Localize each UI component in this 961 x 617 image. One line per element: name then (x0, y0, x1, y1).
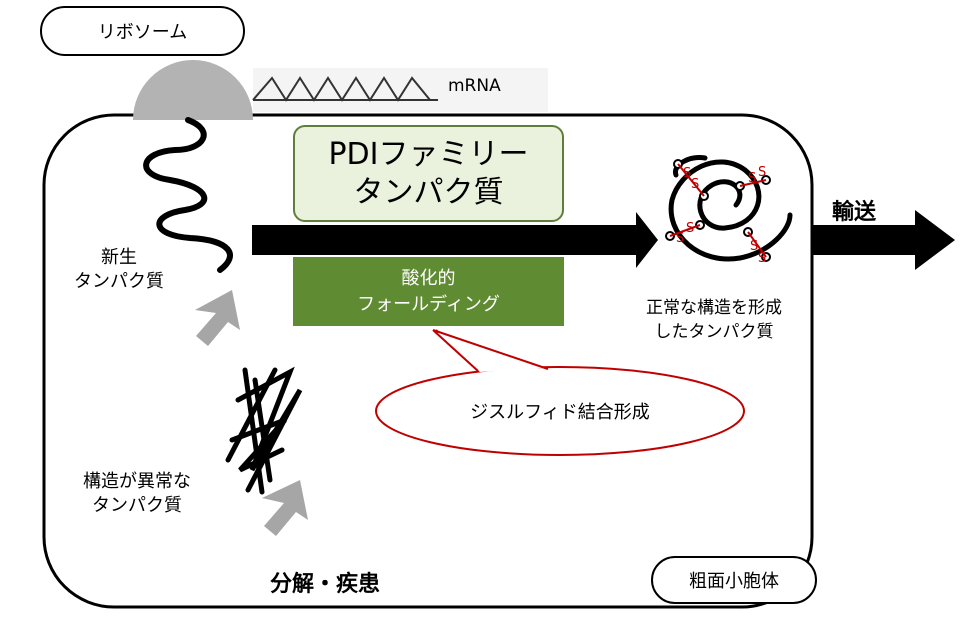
mrna-label: mRNA (448, 76, 501, 96)
folding-line-2: フォールディング (357, 293, 500, 315)
main-flow-arrow (252, 212, 658, 268)
folded-protein (668, 159, 793, 262)
nascent-polypeptide (143, 117, 233, 273)
misfolded-aggregate (225, 366, 303, 495)
sulfur-8: S (758, 251, 767, 266)
abnormal-line-1: 構造が異常な (83, 471, 191, 492)
bubble-tail (432, 329, 549, 372)
sulfur-3: S (748, 171, 757, 186)
folding-line-1: 酸化的 (401, 267, 456, 289)
sulfur-2: S (691, 177, 700, 192)
pdi-family-box: PDIファミリー タンパク質 (293, 125, 564, 222)
mrna-strand (252, 76, 438, 102)
er-label: 粗面小胞体 (651, 556, 817, 604)
ribosome-shape (133, 60, 253, 120)
disulfide-label: ジスルフィド結合形成 (470, 402, 650, 423)
nascent-line-1: 新生 (101, 247, 137, 268)
disulfide-bubble (375, 366, 745, 456)
transport-label: 輸送 (832, 200, 877, 225)
abnormal-protein-label: 構造が異常な タンパク質 (62, 470, 212, 518)
folded-protein-tail (673, 154, 708, 178)
oxidative-folding-box: 酸化的 フォールディング (293, 257, 564, 326)
mrna-band (253, 68, 548, 112)
gray-arrow-lower (262, 480, 308, 536)
sulfur-4: S (758, 165, 767, 180)
disulfide-bonds (669, 163, 767, 258)
correct-line-2: したタンパク質 (654, 322, 774, 342)
sulfur-1: S (683, 166, 692, 181)
er-membrane (42, 113, 814, 609)
ribosome-label: リボソーム (40, 6, 245, 56)
degradation-label: 分解・疾患 (270, 572, 381, 597)
sulfur-5: S (686, 221, 695, 236)
transport-arrow (812, 210, 955, 270)
nascent-protein-label: 新生 タンパク質 (64, 246, 174, 294)
nascent-line-2: タンパク質 (74, 271, 164, 292)
correct-protein-label: 正常な構造を形成 したタンパク質 (615, 296, 813, 344)
pdi-line-2: タンパク質 (353, 174, 504, 210)
abnormal-line-2: タンパク質 (92, 495, 182, 516)
gray-arrow-upper (195, 290, 240, 346)
sulfur-6: S (676, 231, 685, 246)
sulfur-7: S (750, 239, 759, 254)
pdi-line-1: PDIファミリー (328, 136, 529, 172)
correct-line-1: 正常な構造を形成 (646, 298, 782, 318)
